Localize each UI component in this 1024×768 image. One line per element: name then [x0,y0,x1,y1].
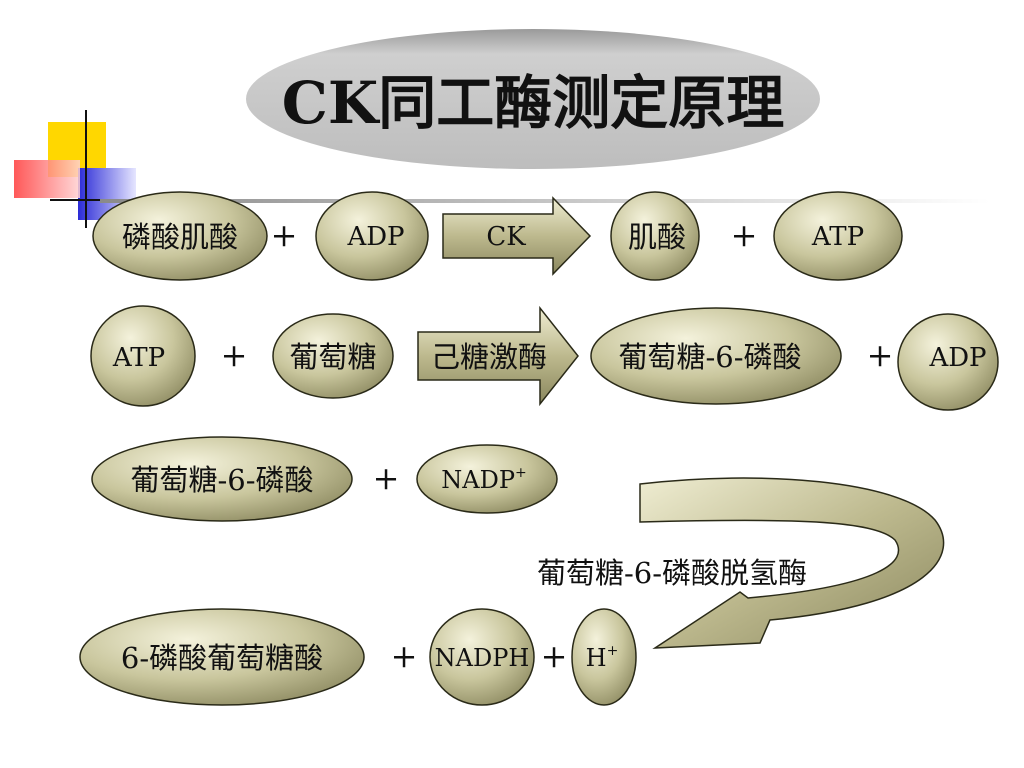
node-glucose [272,313,394,399]
node-hydrogen-ion [571,608,637,706]
node-creatine-label: 肌酸 [628,220,686,254]
node-nadp-label: NADP+ [441,465,526,494]
arrow-g6pd-label: 葡萄糖-6-磷酸脱氢酶 [537,556,807,590]
node-atp [773,191,903,281]
node-adp [315,191,429,281]
page-title: CK同工酶测定原理 [282,69,785,137]
plus-sign: + [221,336,248,374]
node-adp-label: ADP [346,222,404,252]
arrow-g6pd [639,477,945,649]
node-glucose-6-phosphate [590,307,842,405]
nadp-base-text: NADP [441,466,515,494]
reaction-row-3: 葡萄糖-6-磷酸 + NADP+ [91,436,558,522]
reaction-row-4: 6-磷酸葡萄糖酸 + NADPH + H+ [79,608,637,706]
plus-sign: + [541,637,568,675]
node-adp [897,313,999,411]
node-glucose-6-phosphate-label: 葡萄糖-6-磷酸 [618,340,801,374]
node-glucose-6-phosphate-label: 葡萄糖-6-磷酸 [130,463,313,497]
hydrogen-superscript: + [607,643,619,659]
node-creatine-phosphate-label: 磷酸肌酸 [122,220,238,254]
title-block: CK同工酶测定原理 [246,29,820,169]
node-nadph [429,608,535,706]
node-nadph-label: NADPH [435,644,530,672]
node-hydrogen-ion-label: H+ [586,643,619,672]
node-glucose-6-phosphate [91,436,353,522]
arrow-ck [442,196,592,276]
reaction-row-2: ATP + 葡萄糖 己糖激酶 葡萄糖-6-磷酸 + ADP [90,305,999,411]
node-atp [90,305,196,407]
plus-sign: + [373,459,400,497]
corner-decoration [14,110,990,228]
hydrogen-base-text: H [586,644,607,672]
node-6-phosphogluconate [79,608,365,706]
node-adp-label: ADP [928,343,986,373]
plus-sign: + [867,336,894,374]
arrow-hexokinase-label: 己糖激酶 [431,340,547,374]
deco-red-square [14,160,80,198]
reaction-row-1: 磷酸肌酸 + ADP CK 肌酸 + ATP [92,191,903,281]
node-creatine [610,191,700,281]
node-atp-label: ATP [811,222,864,252]
node-nadp [416,444,558,514]
arrow-g6pd-shape [639,477,945,649]
arrow-hexokinase [417,305,579,407]
arrow-ck-label: CK [486,222,526,252]
deco-horizontal-rule [100,199,990,203]
node-glucose-label: 葡萄糖 [289,340,376,374]
plus-sign: + [391,637,418,675]
title-oval [246,29,820,169]
nadp-superscript: + [515,465,527,481]
node-creatine-phosphate [92,191,268,281]
node-atp-label: ATP [112,343,165,373]
plus-sign: + [271,216,298,254]
plus-sign: + [731,216,758,254]
node-6-phosphogluconate-label: 6-磷酸葡萄糖酸 [121,641,323,675]
